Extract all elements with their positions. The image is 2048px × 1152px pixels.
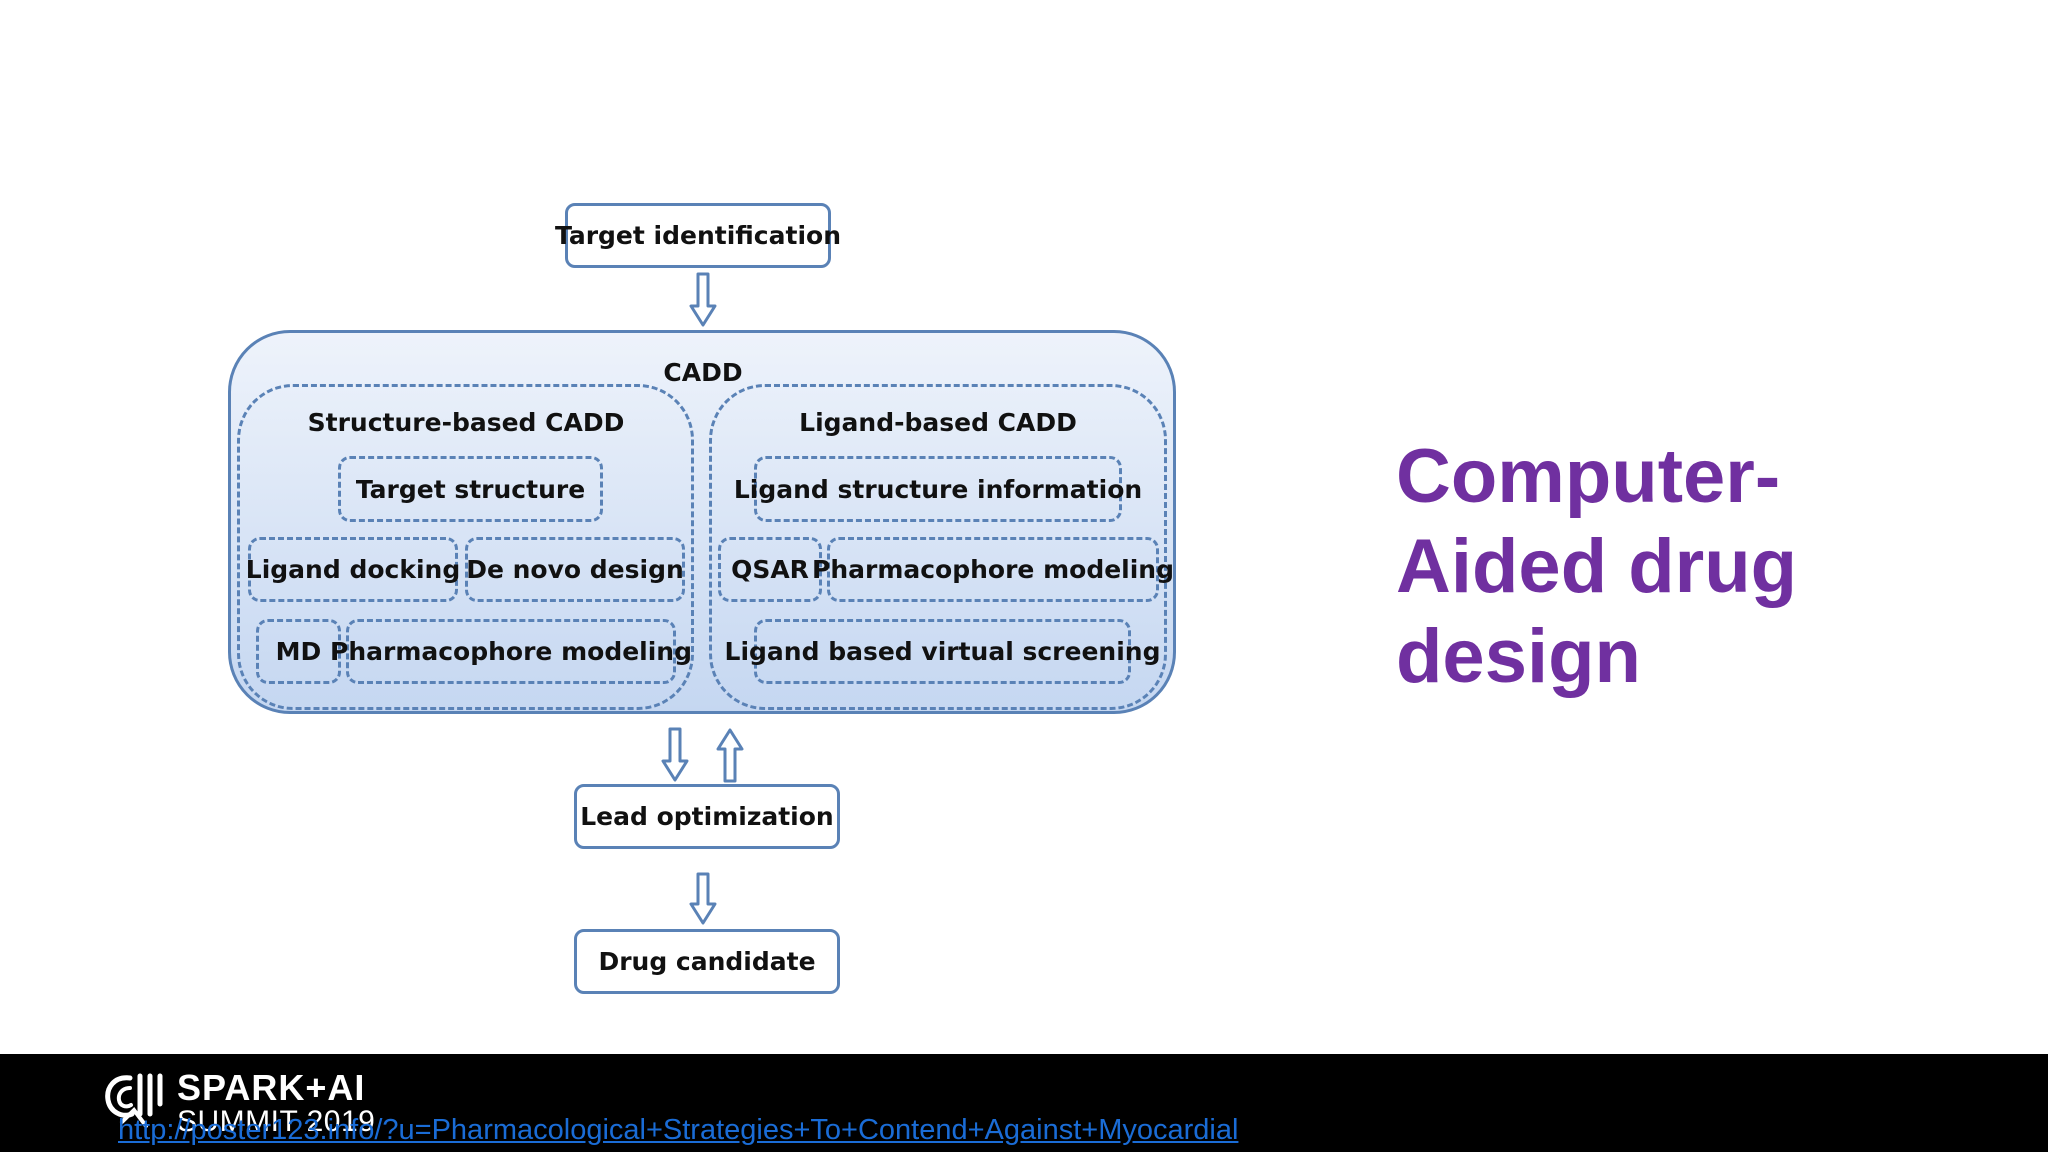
footer-bar: [0, 1054, 2048, 1152]
structure-based-title: Structure-based CADD: [307, 408, 625, 437]
drug-candidate-label: Drug candidate: [598, 947, 816, 976]
md-label: MD: [275, 637, 322, 666]
ligand-docking-box: Ligand docking: [245, 537, 461, 602]
cadd-title: CADD: [663, 358, 743, 387]
lead-optimization-box: Lead optimization: [574, 784, 840, 849]
ligand-based-title: Ligand-based CADD: [799, 408, 1077, 437]
de-novo-design-box: De novo design: [465, 537, 685, 602]
heading-line-1: Computer-: [1396, 434, 1781, 519]
structure-pharmacophore-box: Pharmacophore modeling: [330, 619, 692, 684]
virtual-screening-box: Ligand based virtual screening: [725, 619, 1160, 684]
lead-optimization-label: Lead optimization: [580, 802, 834, 831]
structure-based-group: [237, 384, 694, 710]
arrow-down-icon: [661, 727, 689, 782]
qsar-label: QSAR: [731, 555, 809, 584]
logo-title: SPARK+AI: [177, 1067, 366, 1108]
md-box: MD: [256, 619, 341, 684]
target-structure-box: Target structure: [338, 456, 603, 522]
qsar-box: QSAR: [718, 537, 822, 602]
ligand-docking-label: Ligand docking: [245, 555, 461, 584]
arrow-down-icon: [689, 272, 717, 327]
ligand-structure-information-box: Ligand structure information: [734, 456, 1142, 522]
drug-candidate-box: Drug candidate: [574, 929, 840, 994]
ligand-pharmacophore-label: Pharmacophore modeling: [812, 555, 1174, 584]
slide-heading: Computer- Aided drug design: [1396, 432, 1996, 702]
heading-line-2: Aided drug: [1396, 524, 1798, 609]
cadd-container: [228, 330, 1176, 714]
ligand-structure-information-label: Ligand structure information: [733, 474, 1143, 504]
de-novo-design-label: De novo design: [466, 555, 684, 584]
arrow-up-icon: [716, 728, 744, 783]
ligand-based-group: [709, 384, 1167, 710]
arrow-down-icon: [689, 872, 717, 925]
ligand-pharmacophore-box: Pharmacophore modeling: [812, 537, 1174, 602]
heading-line-3: design: [1396, 614, 1641, 699]
slide: Target identification CADD Structure-bas…: [228, 203, 1996, 994]
logo-subtitle: SUMMIT 2019: [177, 1105, 376, 1138]
target-identification-box: Target identification: [555, 203, 841, 268]
spark-ai-summit-logo-icon: [105, 1073, 163, 1128]
target-structure-label: Target structure: [355, 474, 586, 504]
structure-pharmacophore-label: Pharmacophore modeling: [330, 637, 692, 666]
source-link[interactable]: http://poster123.info/?u=Pharmacological…: [118, 1114, 1239, 1146]
virtual-screening-label: Ligand based virtual screening: [724, 637, 1161, 666]
target-identification-label: Target identification: [555, 221, 841, 250]
